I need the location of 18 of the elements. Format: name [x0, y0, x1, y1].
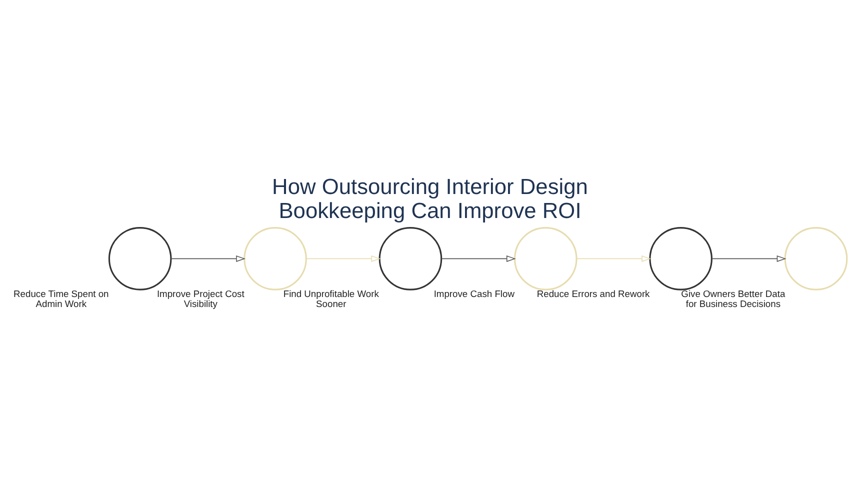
arrow	[170, 255, 246, 262]
node-circle	[108, 227, 172, 290]
node-label: Improve Cash Flow	[434, 289, 514, 300]
node-circle	[649, 227, 712, 290]
arrow	[712, 255, 786, 262]
arrow	[306, 255, 381, 262]
arrow	[576, 255, 652, 262]
node-label: Reduce Time Spent on Admin Work	[14, 289, 109, 310]
node-circle	[514, 227, 578, 290]
arrow	[441, 255, 516, 262]
node-circle	[378, 227, 442, 290]
node-label: Improve Project Cost Visibility	[156, 289, 244, 310]
node-circle	[784, 227, 848, 290]
node-circle	[244, 227, 307, 290]
node-label: Give Owners Better Data for Business Decisions	[681, 289, 786, 310]
diagram-title: How Outsourcing Interior Design Bookkeeping Can Improve ROI	[272, 174, 588, 223]
node-label: Find Unprofitable Work Sooner	[283, 289, 379, 310]
node-label: Reduce Errors and Rework	[536, 289, 650, 300]
